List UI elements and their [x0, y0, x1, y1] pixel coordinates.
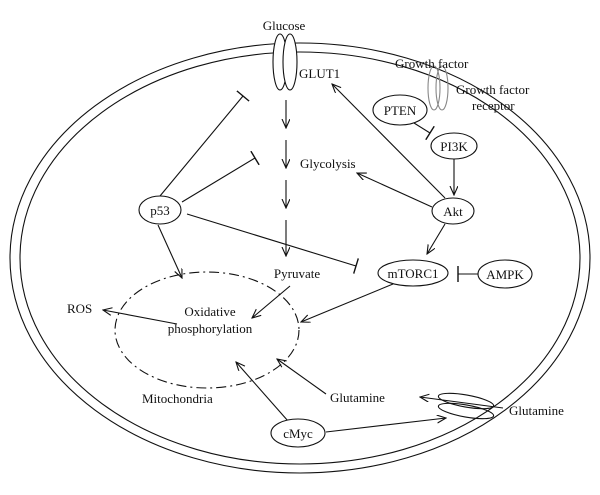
glutamine-uptake-arrow: [420, 397, 504, 409]
akt-label: Akt: [443, 204, 463, 219]
pyruvate-to-oxphos-arrow: [252, 285, 291, 318]
pi3k-label: PI3K: [440, 139, 468, 154]
glucose-label: Glucose: [263, 18, 306, 33]
glutamine-inside-label: Glutamine: [330, 390, 385, 405]
akt-node: [431, 197, 475, 225]
pathway-edges: [103, 84, 504, 433]
growth-factor-receptor-label-line2: receptor: [472, 98, 515, 113]
mitochondria-label: Mitochondria: [142, 391, 213, 406]
glutamine-transporter-oval-top: [437, 392, 495, 410]
receptor-oval-left: [427, 65, 441, 111]
mtorc1-to-oxphos-arrow: [301, 283, 394, 322]
oxphos-label-line1: Oxidative: [184, 304, 235, 319]
akt-activates-glut1: [332, 84, 446, 199]
glutamine-transporter-oval-bottom: [437, 402, 495, 420]
growth-factor-receptor-label-line1: Growth factor: [456, 82, 530, 97]
glutamine-outside-label: Glutamine: [509, 403, 564, 418]
ros-label: ROS: [67, 301, 92, 316]
cmyc-to-oxphos-arrow: [236, 362, 289, 422]
ampk-node: [477, 259, 533, 289]
mtorc1-node: [377, 259, 449, 287]
growth-factor-receptor: [427, 65, 449, 111]
cmyc-label: cMyc: [283, 426, 313, 441]
p53-node: [138, 195, 182, 225]
cell-membrane-outer: [9, 42, 591, 474]
growth-factor-label: Growth factor: [395, 56, 469, 71]
cmyc-to-glutamine-transporter-arrow: [325, 418, 446, 433]
cell-membrane-inner: [19, 51, 581, 465]
pi3k-node: [430, 132, 478, 160]
pten-node: [372, 94, 428, 126]
cell-membrane: [9, 42, 591, 474]
p53-inhibits-mtorc1: [186, 213, 360, 274]
pten-inhibits-pi3k: [413, 122, 435, 141]
glut1-transporter: [272, 33, 298, 91]
glycolysis-label: Glycolysis: [300, 156, 356, 171]
pyruvate-label: Pyruvate: [274, 266, 320, 281]
akt-activates-mtorc1: [427, 223, 446, 254]
oxphos-label-line2: phosphorylation: [168, 321, 253, 336]
ampk-label: AMPK: [486, 267, 524, 282]
glut1-oval-right: [282, 33, 298, 91]
oxphos-to-ros-arrow: [103, 310, 178, 325]
receptor-oval-right: [435, 65, 449, 111]
akt-activates-glycolysis: [357, 173, 433, 208]
p53-inhibits-glycolysis: [181, 150, 260, 203]
glutamine-to-oxphos-arrow: [277, 359, 327, 395]
p53-inhibits-glut1: [159, 90, 250, 197]
p53-label: p53: [150, 203, 170, 218]
glutamine-transporter: [437, 392, 495, 420]
cmyc-node: [270, 418, 326, 448]
mitochondria-outline: [114, 271, 300, 389]
pten-label: PTEN: [384, 103, 417, 118]
mtorc1-label: mTORC1: [387, 266, 438, 281]
p53-activates-oxphos: [157, 224, 182, 278]
glut1-label: GLUT1: [299, 66, 340, 81]
